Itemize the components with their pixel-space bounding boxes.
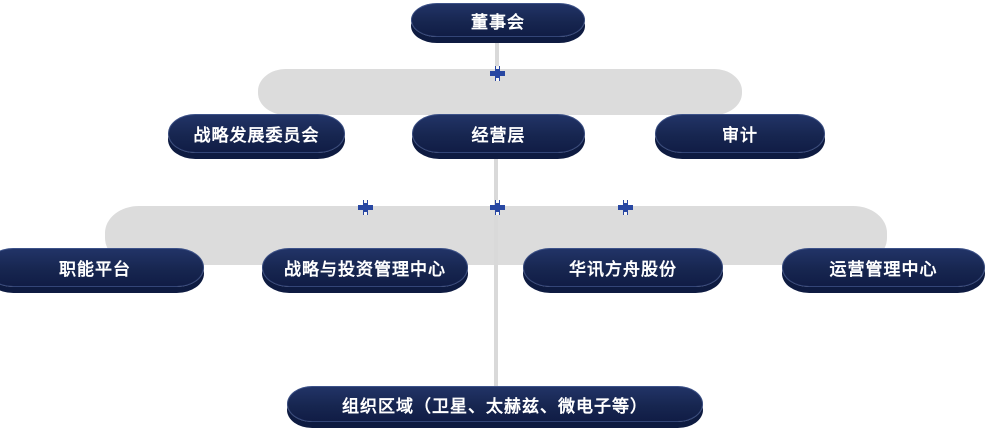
cross-bottom-notch	[624, 212, 627, 215]
org-node-functional-platform: 职能平台	[0, 248, 204, 287]
org-node-label: 董事会	[471, 12, 525, 32]
org-node-operations-center: 运营管理中心	[782, 248, 985, 287]
cross-top-notch	[496, 66, 499, 69]
org-node-strategy-investment-center: 战略与投资管理中心	[262, 248, 468, 287]
org-node-strategy-committee: 战略发展委员会	[168, 114, 345, 153]
plus-cross-icon[interactable]	[490, 200, 505, 215]
org-node-label: 运营管理中心	[829, 260, 938, 279]
plus-cross-icon[interactable]	[358, 200, 373, 215]
org-node-management: 经营层	[412, 114, 585, 153]
org-node-organization-region: 组织区域（卫星、太赫兹、微电子等）	[287, 386, 703, 422]
cross-top-notch	[624, 200, 627, 203]
cross-vertical-bar	[495, 66, 500, 81]
cross-top-notch	[496, 200, 499, 203]
cross-vertical-bar	[623, 200, 628, 215]
org-node-audit: 审计	[655, 114, 825, 153]
cross-bottom-notch	[496, 78, 499, 81]
cross-bottom-notch	[364, 212, 367, 215]
org-node-label: 经营层	[471, 126, 526, 145]
plus-cross-icon[interactable]	[490, 66, 505, 81]
cross-top-notch	[364, 200, 367, 203]
org-node-label: 职能平台	[59, 260, 131, 279]
level2-background-band	[258, 69, 742, 115]
org-node-huaxun-ark-shares: 华讯方舟股份	[523, 248, 723, 287]
org-node-label: 华讯方舟股份	[569, 260, 677, 279]
connector-line-board-to-level2	[495, 40, 499, 80]
cross-vertical-bar	[495, 200, 500, 215]
org-node-board: 董事会	[411, 3, 585, 37]
org-node-label: 审计	[722, 126, 758, 145]
org-node-label: 组织区域（卫星、太赫兹、微电子等）	[342, 396, 648, 416]
connector-line-management-to-region	[494, 156, 498, 386]
plus-cross-icon[interactable]	[618, 200, 633, 215]
cross-bottom-notch	[496, 212, 499, 215]
org-node-label: 战略与投资管理中心	[284, 260, 446, 279]
org-node-label: 战略发展委员会	[193, 126, 320, 145]
cross-vertical-bar	[363, 200, 368, 215]
